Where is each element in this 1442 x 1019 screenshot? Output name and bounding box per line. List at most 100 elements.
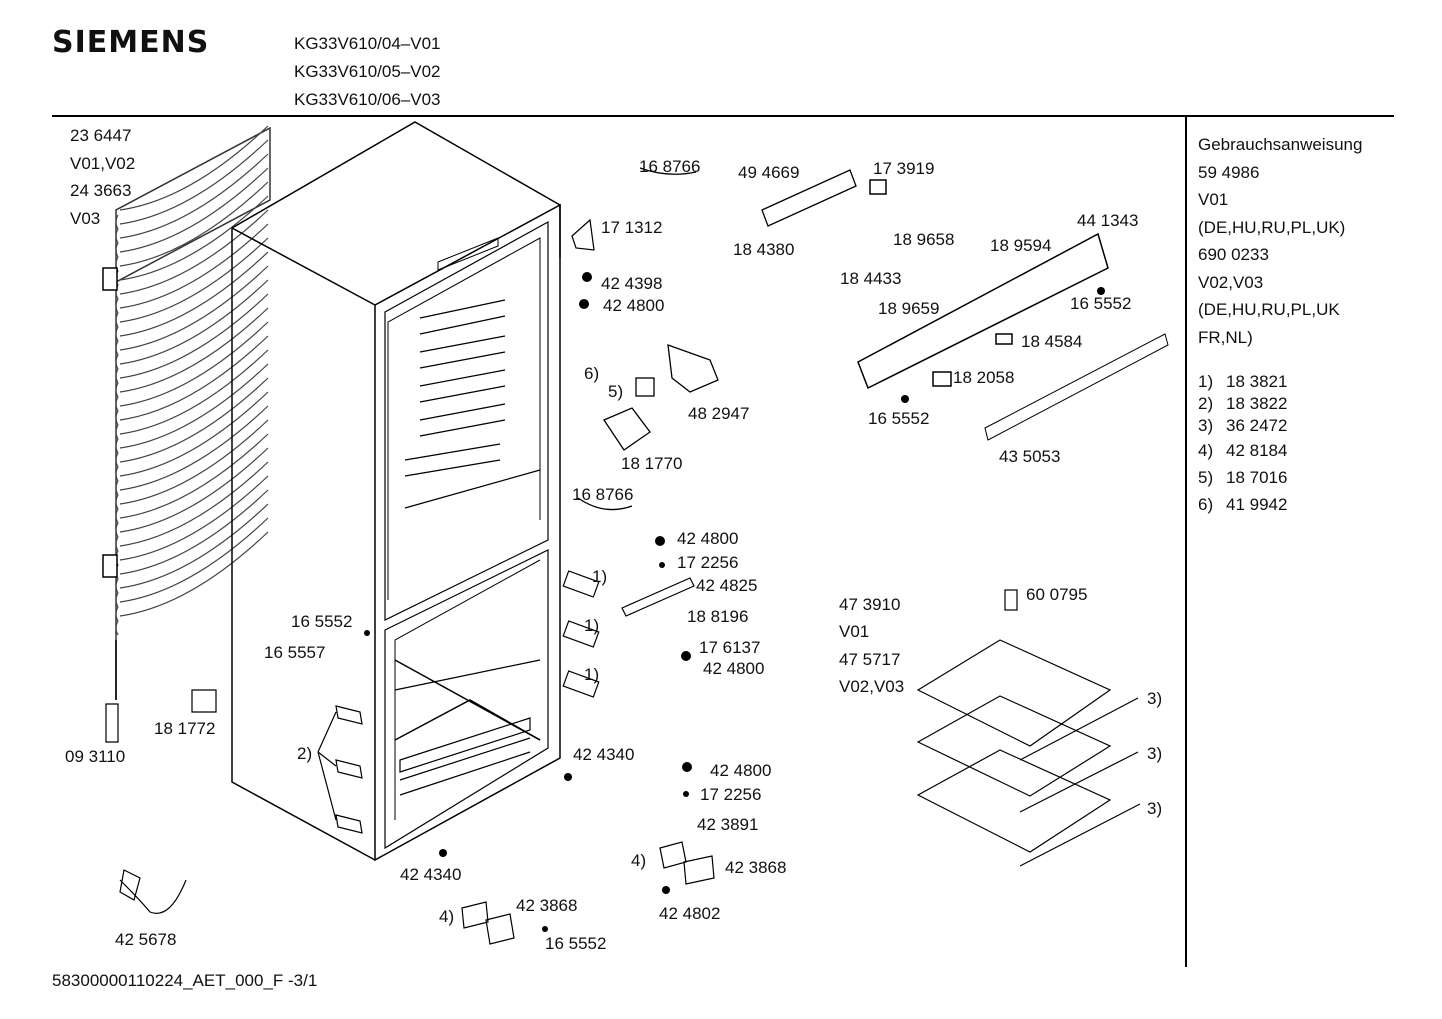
part-label: 18 4584 xyxy=(1021,332,1082,351)
part-label: 4) xyxy=(631,851,646,870)
model-list: KG33V610/04–V01 KG33V610/05–V02 KG33V610… xyxy=(294,30,441,114)
footnote-item: 2) 18 3822 xyxy=(1198,393,1362,415)
footnote-item: 6) 41 9942 xyxy=(1198,491,1362,518)
evaporator-racks xyxy=(916,589,1141,867)
part-label: V01,V02 xyxy=(70,154,135,173)
header-divider xyxy=(52,115,1394,117)
part-label: 16 5552 xyxy=(1070,294,1131,313)
brand-logo: SIEMENS xyxy=(52,25,210,60)
footnote-number: 2) xyxy=(1198,394,1214,413)
part-label: 42 4800 xyxy=(603,296,664,315)
sidebar-divider xyxy=(1185,117,1187,967)
footnote-part: 42 8184 xyxy=(1226,441,1288,460)
footnote-item: 4) 42 8184 xyxy=(1198,437,1362,464)
part-label: 42 4340 xyxy=(573,745,634,764)
part-label: 43 5053 xyxy=(999,447,1060,466)
footnote-number: 5) xyxy=(1198,468,1214,487)
part-label: V03 xyxy=(70,209,100,228)
part-label: 3) xyxy=(1147,799,1162,818)
part-label: 17 1312 xyxy=(601,218,662,237)
part-label: 47 5717 xyxy=(839,650,900,669)
part-label: 1) xyxy=(584,665,599,684)
model-number: KG33V610/06–V03 xyxy=(294,90,441,109)
part-label: 42 4802 xyxy=(659,904,720,923)
part-labels: 23 6447 V01,V02 24 3663 V03 16 8766 49 4… xyxy=(65,126,1162,953)
part-label: 60 0795 xyxy=(1026,585,1087,604)
part-label: 49 4669 xyxy=(738,163,799,182)
refrigerator-cabinet xyxy=(231,121,561,862)
condenser-coil xyxy=(102,125,271,700)
part-label: 42 4825 xyxy=(696,576,757,595)
footnote-number: 1) xyxy=(1198,372,1214,391)
manual-line: 59 4986 xyxy=(1198,162,1260,182)
part-label: 16 8766 xyxy=(572,485,633,504)
part-label: 2) xyxy=(297,744,312,763)
footnote-item: 1) 18 3821 xyxy=(1198,371,1362,393)
part-label: 42 3868 xyxy=(516,896,577,915)
part-label: 17 2256 xyxy=(700,785,761,804)
footnote-part: 18 3821 xyxy=(1226,372,1288,391)
part-label: 18 2058 xyxy=(953,368,1014,387)
part-label: 5) xyxy=(608,382,623,401)
part-label: 17 3919 xyxy=(873,159,934,178)
manual-line: 690 0233 xyxy=(1198,245,1269,264)
part-label: 48 2947 xyxy=(688,404,749,423)
document-code: 58300000110224_AET_000_F -3/1 xyxy=(52,971,318,990)
part-label: 44 1343 xyxy=(1077,211,1138,230)
model-number: KG33V610/05–V02 xyxy=(294,62,441,81)
part-label: 17 2256 xyxy=(677,553,738,572)
part-label: 6) xyxy=(584,364,599,383)
part-label: 3) xyxy=(1147,744,1162,763)
part-label: 42 4340 xyxy=(400,865,461,884)
footnote-part: 18 3822 xyxy=(1226,394,1288,413)
part-label: 16 5552 xyxy=(868,409,929,428)
footnote-item: 5) 18 7016 xyxy=(1198,464,1362,491)
model-number: KG33V610/04–V01 xyxy=(294,34,441,53)
part-label: 16 5552 xyxy=(545,934,606,953)
part-label: 4) xyxy=(439,907,454,926)
part-label: V01 xyxy=(839,622,869,641)
footnote-part: 36 2472 xyxy=(1226,416,1288,435)
part-label: 23 6447 xyxy=(70,126,131,145)
part-label: 24 3663 xyxy=(70,181,131,200)
door-shelves xyxy=(394,299,541,796)
manual-line: V01 xyxy=(1198,190,1229,209)
part-label: 16 8766 xyxy=(639,157,700,176)
part-label: 18 9658 xyxy=(893,230,954,249)
manual-line: (DE,HU,RU,PL,UK) xyxy=(1198,217,1346,237)
part-label: 42 4800 xyxy=(710,761,771,780)
part-label: 18 4380 xyxy=(733,240,794,259)
part-label: 18 9594 xyxy=(990,236,1051,255)
part-label: 18 1770 xyxy=(621,454,682,473)
part-label: V02,V03 xyxy=(839,677,904,696)
part-label: 18 9659 xyxy=(878,299,939,318)
fan-and-lamp xyxy=(577,167,719,511)
part-label: 42 4800 xyxy=(677,529,738,548)
part-label: 17 6137 xyxy=(699,638,760,657)
manual-line: V02,V03 xyxy=(1198,272,1264,292)
manual-title: Gebrauchsanweisung xyxy=(1198,135,1363,154)
footnote-item: 3) 36 2472 xyxy=(1198,415,1362,437)
part-label: 42 5678 xyxy=(115,930,176,949)
footnote-part: 18 7016 xyxy=(1226,468,1288,487)
door-stops xyxy=(317,705,363,834)
part-label: 3) xyxy=(1147,689,1162,708)
manual-line: (DE,HU,RU,PL,UK xyxy=(1198,300,1340,319)
part-label: 47 3910 xyxy=(839,595,900,614)
footnote-number: 4) xyxy=(1198,441,1214,460)
part-label: 42 4398 xyxy=(601,274,662,293)
control-panel xyxy=(761,169,1169,441)
hinge-parts xyxy=(562,218,695,698)
part-label: 16 5552 xyxy=(291,612,352,631)
footnote-number: 3) xyxy=(1198,416,1214,435)
part-label: 1) xyxy=(592,567,607,586)
part-label: 18 1772 xyxy=(154,719,215,738)
part-label: 42 3891 xyxy=(697,815,758,834)
part-label: 18 8196 xyxy=(687,607,748,626)
manual-line: FR,NL) xyxy=(1198,327,1253,347)
part-label: 42 3868 xyxy=(725,858,786,877)
footnote-part: 41 9942 xyxy=(1226,495,1288,514)
footnote-number: 6) xyxy=(1198,495,1214,514)
sidebar-legend: Gebrauchsanweisung 59 4986 V01 (DE,HU,RU… xyxy=(1198,131,1362,518)
